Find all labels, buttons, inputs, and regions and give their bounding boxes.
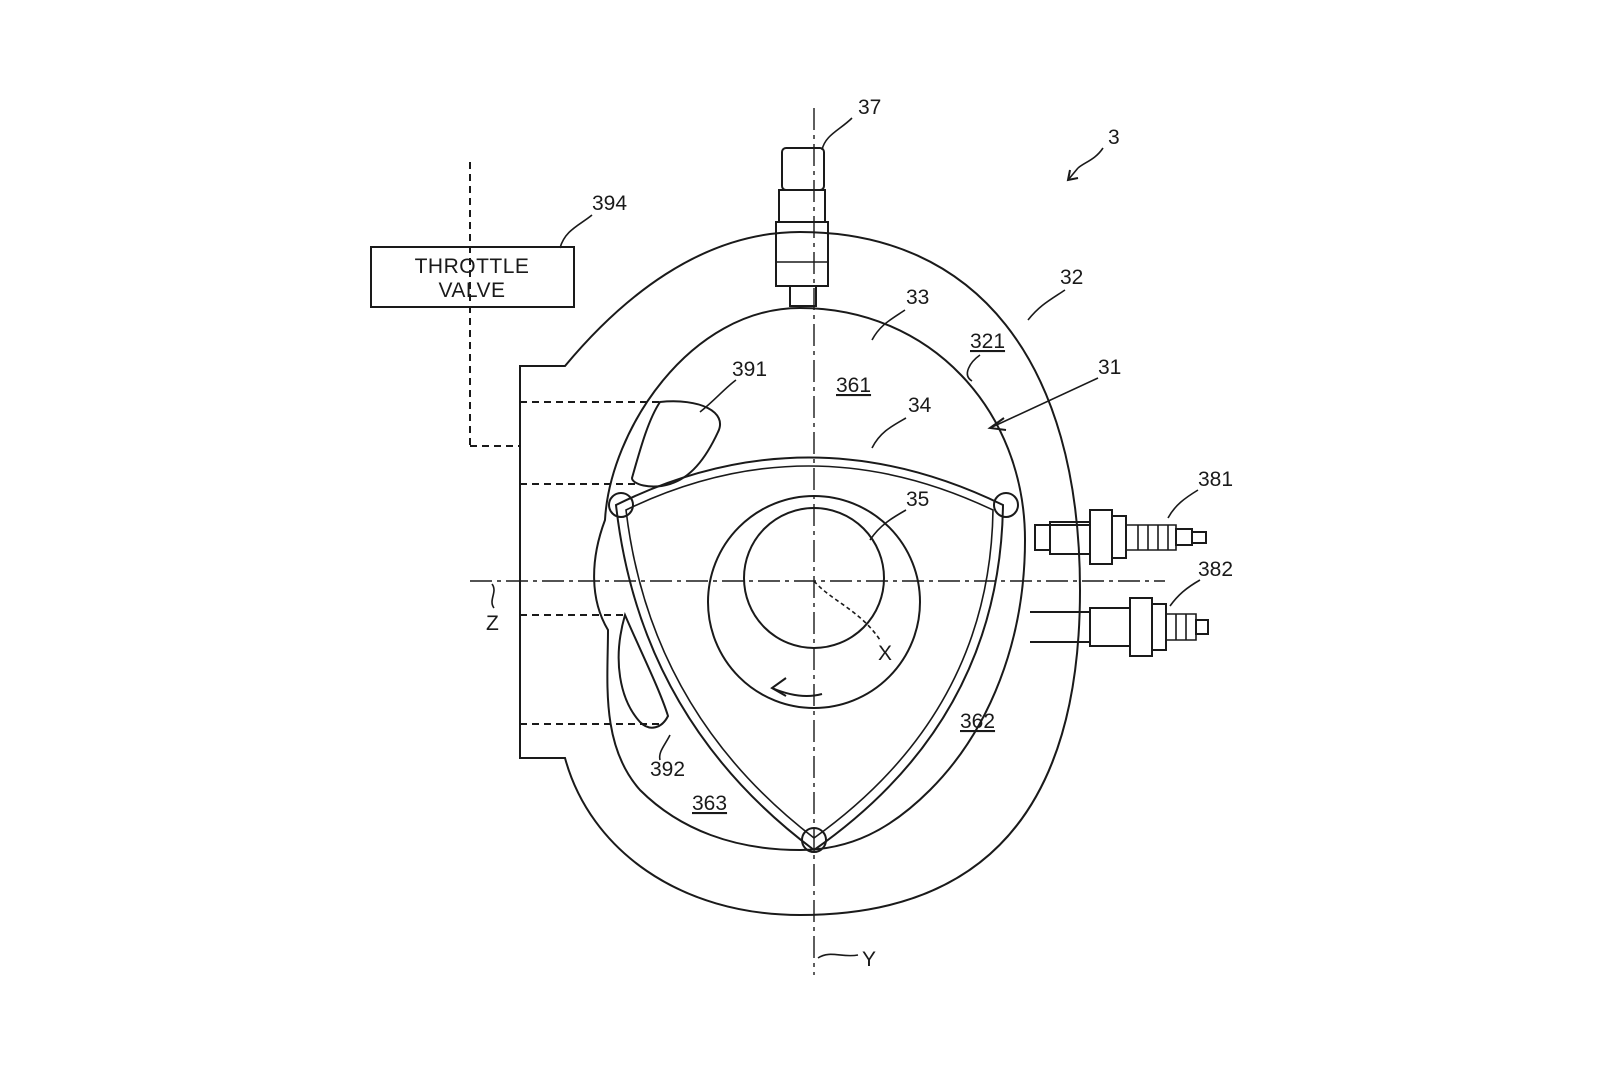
label-x: X [878, 642, 892, 665]
label-391: 391 [732, 358, 767, 381]
label-361: 361 [836, 374, 871, 397]
leader-34 [871, 417, 907, 449]
apex-seal-left [608, 492, 634, 518]
label-35: 35 [906, 488, 929, 511]
arrow-3-shaft [1067, 167, 1079, 181]
leader-37 [821, 117, 853, 151]
leader-3 [1077, 147, 1104, 169]
label-381: 381 [1198, 468, 1233, 491]
injector-body [778, 189, 826, 223]
label-z: Z [486, 612, 499, 635]
label-37: 37 [858, 96, 881, 119]
leader-32 [1027, 289, 1066, 321]
leader-391 [699, 379, 737, 413]
injector-cap [781, 147, 825, 191]
label-y: Y [862, 948, 876, 971]
label-34: 34 [908, 394, 932, 417]
label-321: 321 [970, 330, 1005, 353]
throttle-box-line1: THROTTLE [415, 255, 530, 278]
throttle-box-line2: VALVE [438, 279, 505, 302]
leader-382 [1169, 579, 1201, 607]
leader-394 [559, 214, 593, 249]
arrow-3-head [1066, 169, 1079, 182]
rotor-inner [625, 465, 994, 839]
apex-seal-right [993, 492, 1019, 518]
leader-y [817, 953, 859, 959]
spark-plug-381 [1034, 509, 1207, 565]
leader-381 [1167, 489, 1199, 519]
trochoid-inner-surface [593, 306, 1027, 852]
injector-nozzle [789, 285, 817, 307]
leader-31 [989, 377, 1099, 429]
arrow-31-head [987, 417, 1007, 431]
label-33: 33 [906, 286, 929, 309]
label-394: 394 [592, 192, 627, 215]
label-392: 392 [650, 758, 685, 781]
rotor-housing-outline [519, 230, 1082, 917]
label-362: 362 [960, 710, 995, 733]
label-32: 32 [1060, 266, 1083, 289]
throttle-valve-box [370, 246, 575, 308]
leader-33 [871, 309, 906, 341]
label-3: 3 [1108, 126, 1120, 149]
label-31: 31 [1098, 356, 1121, 379]
leader-x [813, 580, 881, 641]
label-382: 382 [1198, 558, 1233, 581]
rotation-arrow-head [770, 677, 787, 697]
leader-392 [658, 734, 671, 761]
label-363: 363 [692, 792, 727, 815]
leader-321 [966, 354, 981, 382]
intake-port-392 [617, 612, 670, 729]
intake-port-391 [630, 400, 721, 488]
spark-plug-382 [1030, 597, 1209, 657]
rotor-outer [614, 456, 1005, 852]
leader-z [491, 583, 495, 609]
leader-35 [869, 509, 907, 541]
